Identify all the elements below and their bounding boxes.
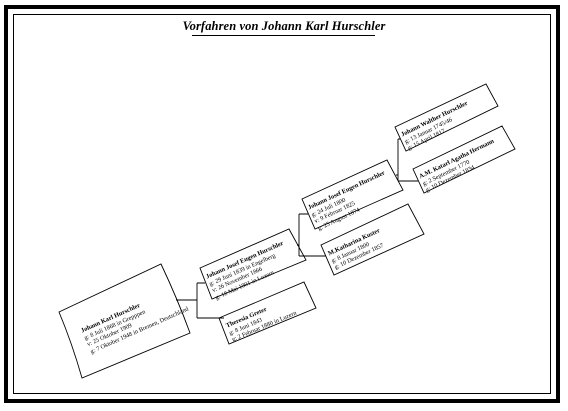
box-outline-p1 [58,263,191,379]
box-outline-p6 [394,83,499,152]
connector-p4 [396,138,418,182]
page-title: Vorfahren von Johann Karl Hurschler [182,19,386,33]
connector-p1 [176,282,224,319]
page-border-inner [13,14,551,394]
box-outline-p2 [199,228,307,300]
box-outline-p7 [412,125,516,194]
box-outline-p5 [320,203,425,276]
connector-p2 [297,213,326,257]
box-outline-p4 [301,159,404,230]
page-border-outer [4,5,560,403]
title-underline [192,35,375,36]
box-outline-p3 [218,281,317,345]
